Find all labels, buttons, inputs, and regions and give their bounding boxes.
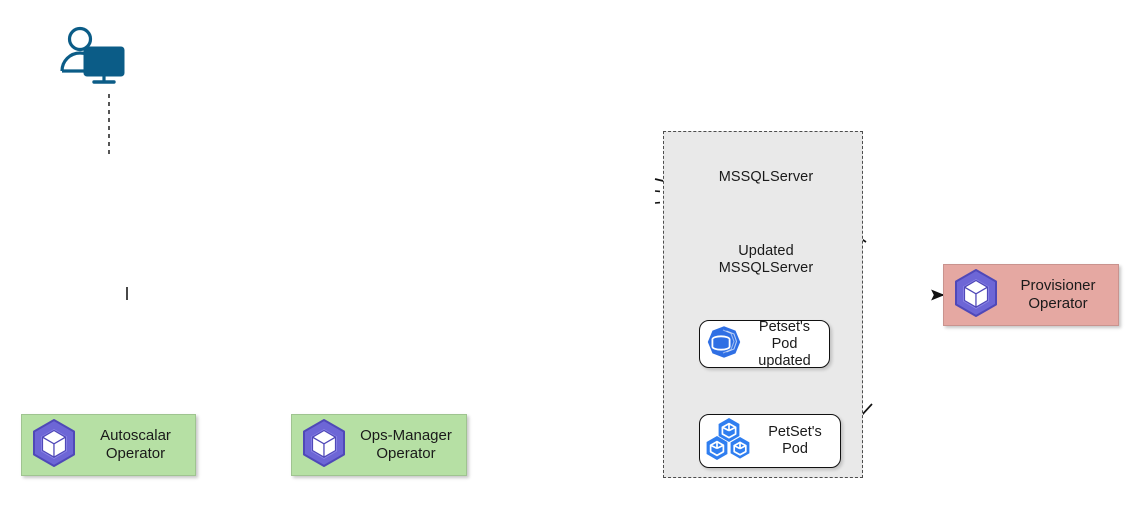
- mssqlserver-label: MSSQLServer: [718, 169, 814, 185]
- user-with-monitor-icon: [58, 26, 130, 88]
- updated-mssqlserver-label: Updated MSSQLServer: [718, 243, 814, 276]
- operator-cube-icon: [30, 418, 78, 473]
- provisioner-operator-label: Provisioner Operator: [1020, 277, 1096, 312]
- ops-manager-operator-label: Ops-Manager Operator: [360, 427, 452, 462]
- petsets-pod-updated-label: Petset's Pod updated: [758, 318, 811, 369]
- provisioner-operator-box[interactable]: Provisioner Operator: [943, 264, 1119, 326]
- pod-cubes-icon: [706, 417, 752, 466]
- petsets-pod-label: PetSet's Pod: [768, 424, 822, 457]
- petset-database-icon: [706, 324, 742, 365]
- autoscalar-operator-label: Autoscalar Operator: [100, 427, 171, 462]
- operator-cube-icon: [300, 418, 348, 473]
- petsets-pod-updated-node[interactable]: Petset's Pod updated: [699, 318, 830, 369]
- autoscalar-operator-box[interactable]: Autoscalar Operator: [21, 414, 196, 476]
- petsets-pod-node[interactable]: PetSet's Pod: [699, 414, 841, 468]
- operator-cube-icon: [952, 268, 1000, 323]
- ops-manager-operator-box[interactable]: Ops-Manager Operator: [291, 414, 467, 476]
